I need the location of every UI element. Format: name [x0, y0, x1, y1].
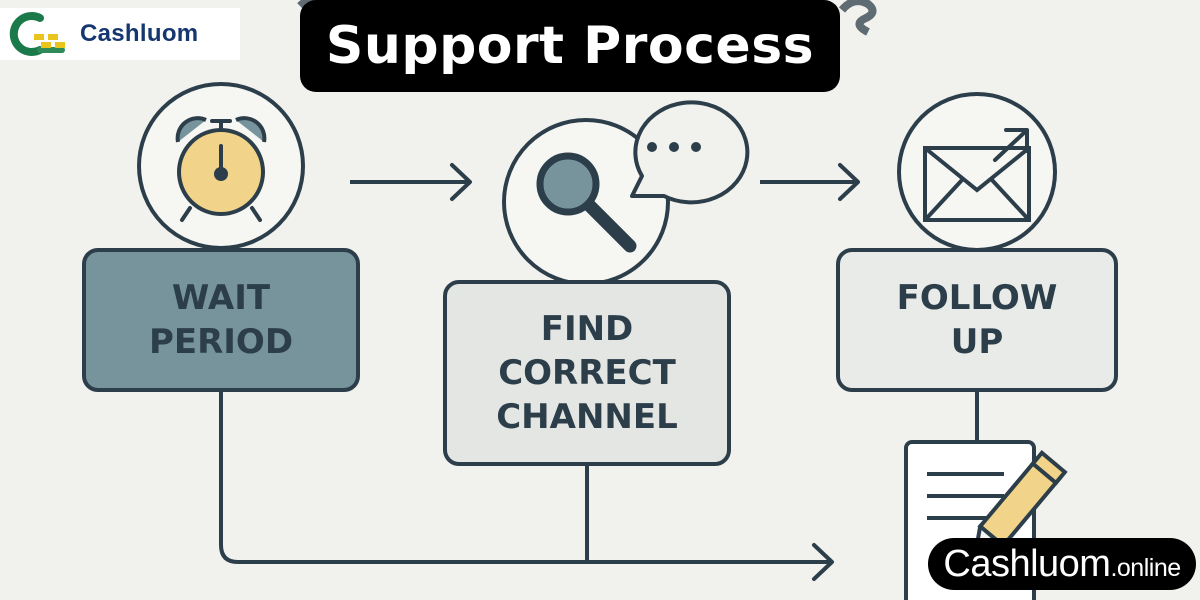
- logo-text: Cashluom: [80, 20, 199, 47]
- step-label-line: CHANNEL: [496, 397, 678, 438]
- step-label-line: PERIOD: [148, 322, 294, 362]
- arrow-wait-to-find-head: [450, 163, 472, 201]
- follow-icon-circle: [897, 92, 1057, 252]
- step-label-line: FOLLOW: [896, 277, 1058, 318]
- magnifier-icon: [536, 152, 637, 253]
- page-title: Support Process: [300, 0, 840, 92]
- logo-mark-icon: [9, 12, 65, 56]
- step-label-line: UP: [950, 322, 1004, 362]
- step-wait-period-box: WAIT PERIOD: [82, 248, 360, 392]
- step-label-line: FIND: [540, 308, 634, 349]
- connector-wait-bottom: [219, 392, 832, 564]
- arrow-find-to-follow-head: [838, 163, 860, 201]
- envelope-arrow-icon: [923, 128, 1031, 222]
- chat-bubble-icon: [630, 100, 750, 205]
- background-heading-fragment: [838, 0, 877, 36]
- connector-bottom-arrowhead: [812, 543, 834, 581]
- step-label-line: CORRECT: [498, 352, 676, 393]
- badge-main-text: Cashluom: [943, 543, 1111, 585]
- step-find-correct-channel-box: FIND CORRECT CHANNEL: [443, 280, 731, 466]
- brand-logo: Cashluom: [0, 8, 240, 60]
- badge-sub-text: .online: [1110, 554, 1181, 582]
- step-label-line: WAIT: [171, 277, 271, 318]
- step-follow-up-box: FOLLOW UP: [836, 248, 1118, 392]
- alarm-clock-icon: [175, 116, 267, 222]
- watermark-badge: Cashluom.online: [928, 538, 1196, 590]
